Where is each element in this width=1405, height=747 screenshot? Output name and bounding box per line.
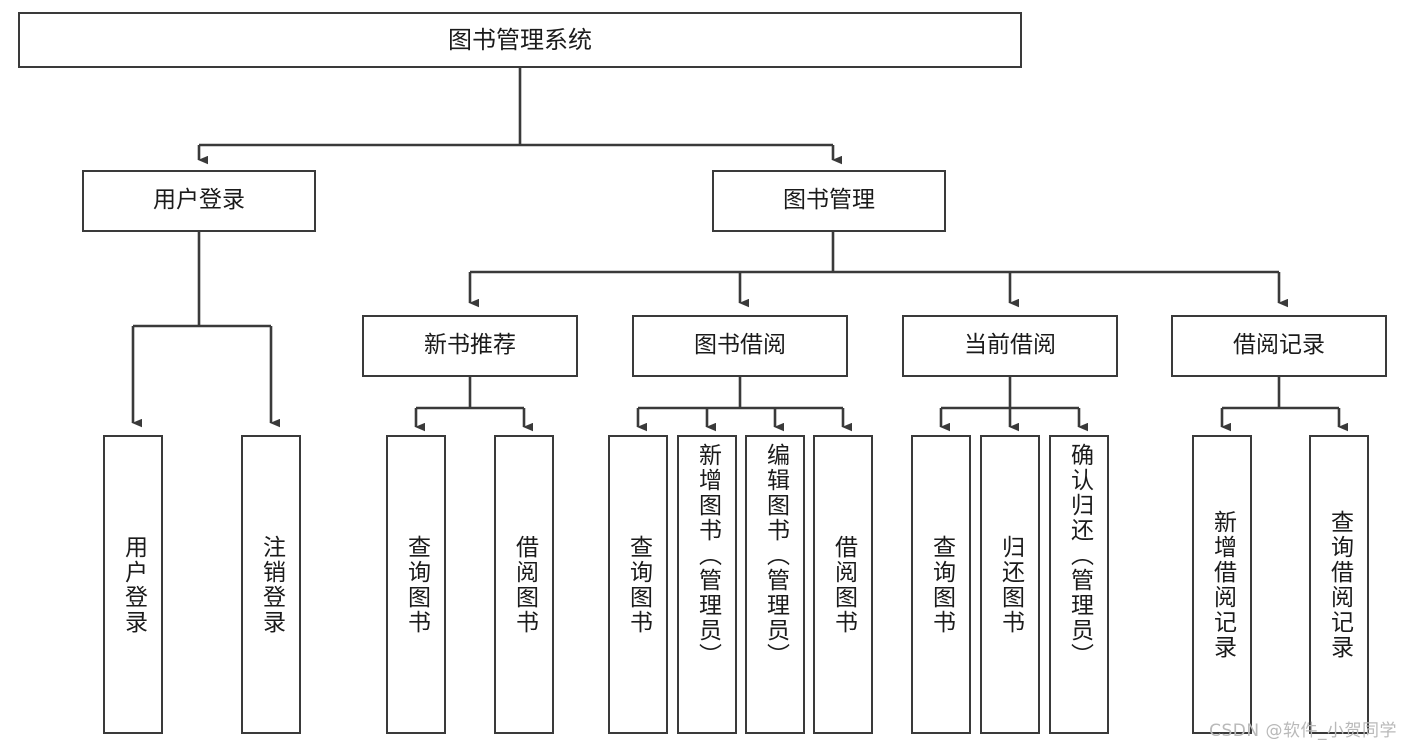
node-label: 归还图书 <box>997 534 1024 635</box>
node-label: 用户登录 <box>120 534 147 635</box>
node-label: 借阅记录 <box>1233 332 1325 359</box>
leaf-new-book-query-book[interactable]: 查询图书 <box>386 435 446 734</box>
node-label: 确认归还（管理员） <box>1066 443 1093 668</box>
leaf-book-borrow-borrow-book[interactable]: 借阅图书 <box>813 435 873 734</box>
leaf-borrow-record-add-record[interactable]: 新增借阅记录 <box>1192 435 1252 734</box>
node-root-book-management-system[interactable]: 图书管理系统 <box>18 12 1022 68</box>
node-label: 查询借阅记录 <box>1326 509 1353 660</box>
leaf-user-login-login[interactable]: 用户登录 <box>103 435 163 734</box>
node-label: 图书管理 <box>783 187 875 214</box>
leaf-borrow-record-query-record[interactable]: 查询借阅记录 <box>1309 435 1369 734</box>
leaf-current-borrow-confirm-return-admin[interactable]: 确认归还（管理员） <box>1049 435 1109 734</box>
node-current-borrow[interactable]: 当前借阅 <box>902 315 1118 377</box>
node-label: 用户登录 <box>153 187 245 214</box>
node-label: 新增借阅记录 <box>1209 509 1236 660</box>
node-label: 借阅图书 <box>511 534 538 635</box>
node-label: 借阅图书 <box>830 534 857 635</box>
node-book-management[interactable]: 图书管理 <box>712 170 946 232</box>
leaf-book-borrow-add-book-admin[interactable]: 新增图书（管理员） <box>677 435 737 734</box>
leaf-book-borrow-query-book[interactable]: 查询图书 <box>608 435 668 734</box>
node-label: 图书管理系统 <box>448 25 592 54</box>
leaf-book-borrow-edit-book-admin[interactable]: 编辑图书（管理员） <box>745 435 805 734</box>
node-label: 新增图书（管理员） <box>694 443 721 668</box>
leaf-new-book-borrow-book[interactable]: 借阅图书 <box>494 435 554 734</box>
node-borrow-record[interactable]: 借阅记录 <box>1171 315 1387 377</box>
node-new-book-recommend[interactable]: 新书推荐 <box>362 315 578 377</box>
node-label: 图书借阅 <box>694 332 786 359</box>
node-user-login[interactable]: 用户登录 <box>82 170 316 232</box>
leaf-user-login-logout[interactable]: 注销登录 <box>241 435 301 734</box>
leaf-current-borrow-return-book[interactable]: 归还图书 <box>980 435 1040 734</box>
node-label: 查询图书 <box>625 534 652 635</box>
node-label: 编辑图书（管理员） <box>762 443 789 668</box>
node-label: 查询图书 <box>928 534 955 635</box>
node-label: 新书推荐 <box>424 332 516 359</box>
node-label: 当前借阅 <box>964 332 1056 359</box>
node-label: 注销登录 <box>258 534 285 635</box>
leaf-current-borrow-query-book[interactable]: 查询图书 <box>911 435 971 734</box>
node-label: 查询图书 <box>403 534 430 635</box>
node-book-borrow[interactable]: 图书借阅 <box>632 315 848 377</box>
watermark-text: CSDN @软件_小贺同学 <box>1209 721 1397 741</box>
